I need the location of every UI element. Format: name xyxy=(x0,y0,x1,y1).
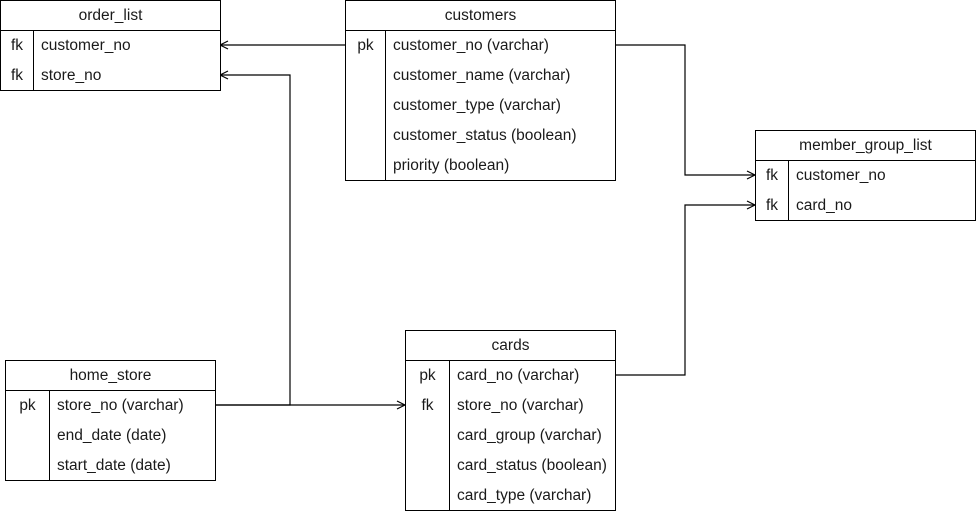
key-label: fk xyxy=(10,37,24,54)
table-row: fk store_no xyxy=(1,61,220,91)
entity-title: order_list xyxy=(1,1,220,31)
field-label: store_no (varchar) xyxy=(57,397,184,414)
crowfoot-order-list-store xyxy=(219,70,229,80)
key-label: pk xyxy=(419,367,436,384)
field-label: store_no (varchar) xyxy=(457,397,584,414)
key-label: pk xyxy=(19,397,36,414)
table-row: fk customer_no xyxy=(1,31,220,61)
table-row: card_status (boolean) xyxy=(406,451,615,481)
field-label: card_no (varchar) xyxy=(457,367,580,384)
field-label: card_group (varchar) xyxy=(457,427,602,444)
table-row: priority (boolean) xyxy=(346,151,615,181)
field-label: start_date (date) xyxy=(57,457,171,474)
table-row: pk customer_no (varchar) xyxy=(346,31,615,61)
field-label: card_type (varchar) xyxy=(457,487,592,504)
table-row: start_date (date) xyxy=(6,451,215,481)
table-row: customer_name (varchar) xyxy=(346,61,615,91)
entity-cards[interactable]: cards pk card_no (varchar) fk store_no (… xyxy=(405,330,616,511)
field-label: customer_no (varchar) xyxy=(393,37,549,54)
table-row: customer_type (varchar) xyxy=(346,91,615,121)
table-row: card_type (varchar) xyxy=(406,481,615,511)
entity-title: customers xyxy=(346,1,615,31)
table-row: fk customer_no xyxy=(756,161,975,191)
field-label: store_no xyxy=(41,67,102,84)
field-label: end_date (date) xyxy=(57,427,167,444)
field-label: priority (boolean) xyxy=(393,157,510,174)
entity-title: cards xyxy=(406,331,615,361)
key-label: pk xyxy=(357,37,374,54)
entity-order-list[interactable]: order_list fk customer_no fk store_no xyxy=(0,0,221,91)
key-label: fk xyxy=(765,167,779,184)
table-row: end_date (date) xyxy=(6,421,215,451)
table-row: pk card_no (varchar) xyxy=(406,361,615,391)
key-label: fk xyxy=(10,67,24,84)
entity-title: home_store xyxy=(6,361,215,391)
table-row: pk store_no (varchar) xyxy=(6,391,215,421)
table-row: card_group (varchar) xyxy=(406,421,615,451)
key-label: fk xyxy=(421,397,434,414)
field-label: customer_no xyxy=(796,167,886,184)
field-label: customer_status (boolean) xyxy=(393,127,577,144)
field-label: card_status (boolean) xyxy=(457,457,607,474)
table-row: fk store_no (varchar) xyxy=(406,391,615,421)
table-row: customer_status (boolean) xyxy=(346,121,615,151)
entity-title: member_group_list xyxy=(756,131,975,161)
crowfoot-cards-store xyxy=(396,400,406,410)
crowfoot-member-group-customer xyxy=(746,170,756,180)
entity-home-store[interactable]: home_store pk store_no (varchar) end_dat… xyxy=(5,360,216,481)
entity-customers[interactable]: customers pk customer_no (varchar) custo… xyxy=(345,0,616,181)
rel-customers-member-group xyxy=(615,44,755,176)
key-label: fk xyxy=(765,197,779,214)
rel-cards-member-group xyxy=(615,204,755,376)
crowfoot-order-list-customer xyxy=(219,40,229,50)
crowfoot-member-group-card xyxy=(746,200,756,210)
table-row: fk card_no xyxy=(756,191,975,221)
field-label: card_no xyxy=(796,197,853,214)
field-label: customer_no xyxy=(41,37,131,54)
entity-member-group-list[interactable]: member_group_list fk customer_no fk card… xyxy=(755,130,976,221)
field-label: customer_type (varchar) xyxy=(393,97,561,114)
rel-home-store-order-list xyxy=(216,74,291,406)
field-label: customer_name (varchar) xyxy=(393,67,571,84)
